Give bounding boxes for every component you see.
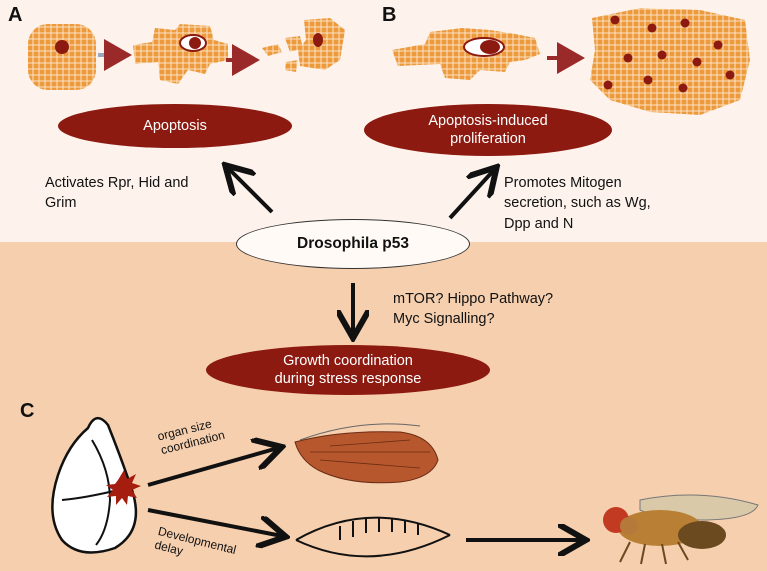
larva-illustration bbox=[295, 516, 451, 558]
promotes-text: Promotes Mitogen secretion, such as Wg, … bbox=[504, 175, 651, 232]
arrow-to-proliferation bbox=[448, 170, 494, 220]
arrow-to-wing bbox=[147, 448, 278, 487]
panel-a-cell-dying bbox=[133, 24, 228, 84]
panel-a-cell-fragments bbox=[262, 18, 345, 72]
apoptosis-label: Apoptosis bbox=[143, 117, 207, 134]
p53-label: Drosophila p53 bbox=[297, 235, 409, 252]
panel-label-c: C bbox=[20, 400, 35, 422]
panel-a-cell-healthy bbox=[28, 24, 96, 90]
drosophila-p53-node: Drosophila p53 bbox=[236, 219, 470, 269]
panel-b-proliferating-cells bbox=[590, 8, 750, 115]
panel-b-cell-dying bbox=[392, 28, 540, 80]
growth-coordination-label: Growth coordination during stress respon… bbox=[274, 352, 422, 387]
apoptosis-proliferation-node: Apoptosis-induced proliferation bbox=[364, 104, 612, 156]
activates-text: Activates Rpr, Hid and Grim bbox=[45, 175, 189, 212]
arrow-to-apoptosis bbox=[228, 168, 274, 214]
wing-disc-illustration bbox=[51, 417, 141, 554]
panel-label-a: A bbox=[8, 4, 23, 26]
pathways-text: mTOR? Hippo Pathway? Myc Signalling? bbox=[393, 291, 554, 328]
arrow-to-larva bbox=[147, 508, 282, 536]
growth-coordination-node: Growth coordination during stress respon… bbox=[206, 345, 490, 395]
adult-fly-illustration bbox=[603, 494, 759, 565]
apoptosis-node: Apoptosis bbox=[58, 104, 292, 148]
apoptosis-proliferation-label: Apoptosis-induced proliferation bbox=[428, 112, 548, 147]
panel-label-b: B bbox=[382, 4, 397, 26]
adult-wing-illustration bbox=[294, 423, 439, 484]
